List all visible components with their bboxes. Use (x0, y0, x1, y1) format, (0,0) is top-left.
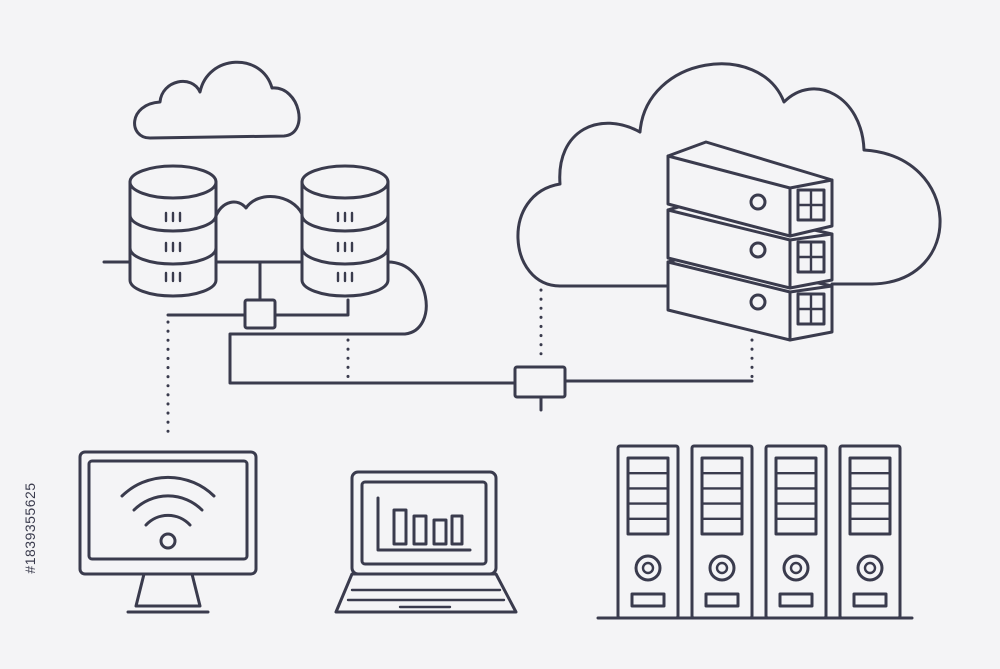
monitor-icon (78, 450, 258, 614)
storage-cabinet-icon (690, 444, 754, 620)
watermark-text: #1839355625 (22, 482, 38, 574)
small-cloud-icon (133, 60, 301, 140)
server-rack-icon (666, 140, 834, 342)
storage-cabinet-icon (838, 444, 902, 620)
bar-chart-icon (376, 496, 472, 552)
wifi-icon (120, 475, 216, 550)
dotted-links (166, 288, 754, 442)
storage-cabinet-icon (616, 444, 680, 620)
large-cloud-icon (516, 62, 942, 288)
storage-cabinet-icon (764, 444, 828, 620)
database-icon (300, 164, 390, 298)
laptop-icon (334, 470, 518, 614)
database-icon (128, 164, 218, 298)
network-switch-icon (513, 365, 754, 412)
